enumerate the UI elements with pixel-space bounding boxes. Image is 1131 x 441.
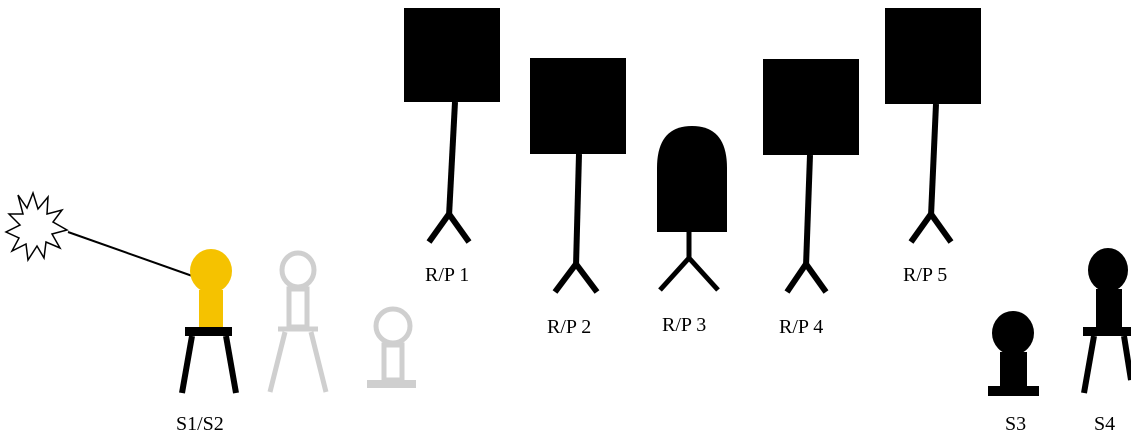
explosion-burst-icon <box>4 190 69 263</box>
tripod-station-icon <box>1081 248 1131 394</box>
label-s1s2: S1/S2 <box>176 413 224 435</box>
label-rp1: R/P 1 <box>425 264 470 286</box>
label-rp4: R/P 4 <box>779 316 824 338</box>
label-rp3: R/P 3 <box>662 314 707 336</box>
square-sign-on-pole-icon <box>404 8 500 244</box>
square-sign-on-pole-icon <box>885 8 981 244</box>
connection-line <box>67 231 199 279</box>
faded-tripod-station-icon <box>267 250 329 393</box>
yellow-tripod-station-icon <box>179 249 239 394</box>
label-s4: S4 <box>1094 413 1116 435</box>
label-rp5: R/P 5 <box>903 264 948 286</box>
square-sign-on-pole-icon <box>763 59 859 294</box>
square-sign-on-pole-icon <box>530 58 626 294</box>
base-station-icon <box>988 311 1039 396</box>
label-s3: S3 <box>1005 413 1027 435</box>
dome-sign-on-pole-icon <box>657 126 727 292</box>
label-rp2: R/P 2 <box>547 316 592 338</box>
faded-base-station-icon <box>367 306 416 388</box>
